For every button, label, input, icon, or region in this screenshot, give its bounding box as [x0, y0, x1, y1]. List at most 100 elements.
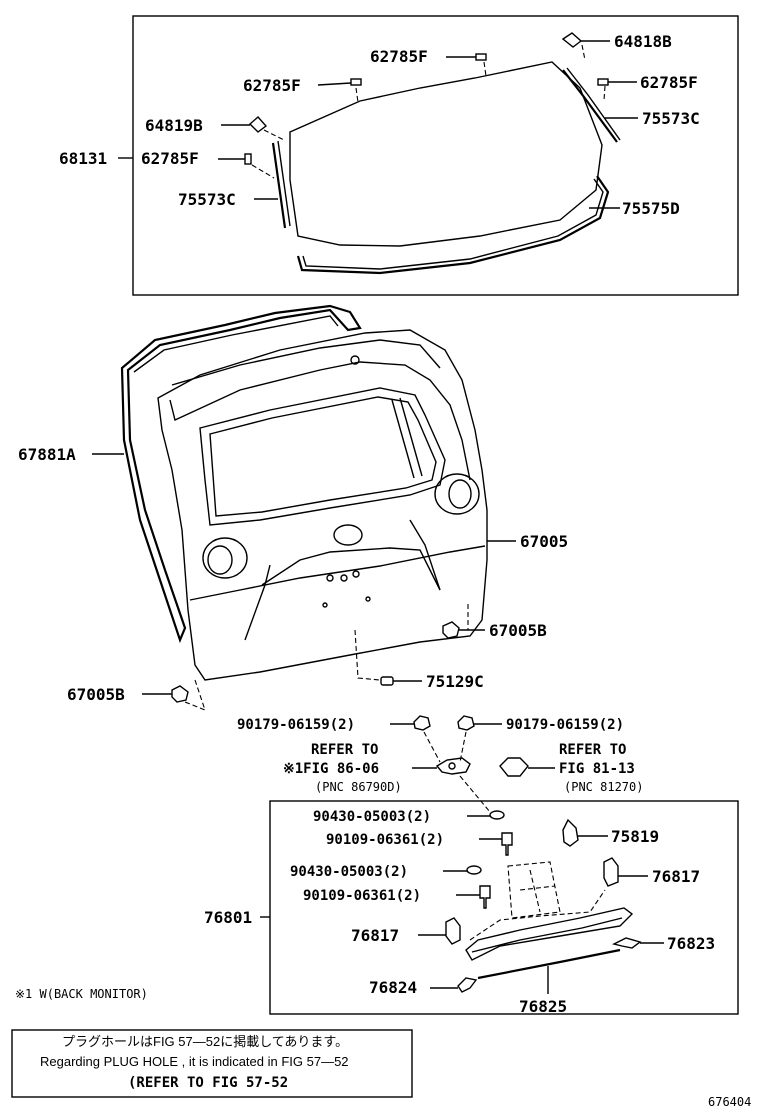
door-hole-3 — [352, 570, 360, 578]
door-window-opening — [199, 387, 446, 526]
label-68131: 68131 — [59, 149, 107, 168]
door-hole-2 — [340, 574, 348, 582]
door-lamp-right-inner — [448, 479, 472, 509]
license-lamp — [499, 757, 529, 777]
refer-left-line1: REFER TO — [311, 742, 378, 758]
door-window-bar — [391, 397, 423, 479]
note-line-ja: プラグホールはFIG 57—52に掲載してあります。 — [62, 1034, 348, 1049]
dash-7 — [460, 604, 469, 631]
label-67881a: 67881A — [18, 445, 76, 464]
glass-lower-weatherstrip-inner — [302, 178, 604, 270]
footnote: ※1 W(BACK MONITOR) — [15, 987, 148, 1001]
door-emblem — [333, 524, 363, 546]
leader-62785f-left — [317, 82, 352, 86]
spacer-inner — [244, 153, 252, 165]
spacer-right — [597, 78, 609, 86]
dash-2 — [355, 87, 359, 103]
label-90109-b: 90109-06361(2) — [303, 888, 421, 904]
label-62785f-right: 62785F — [640, 73, 698, 92]
glass-molding-right — [562, 69, 618, 143]
refer-right-line3: (PNC 81270) — [564, 780, 643, 794]
label-90179-right: 90179-06159(2) — [506, 717, 624, 733]
bolt-b — [479, 885, 491, 909]
dash-1 — [483, 61, 487, 77]
clip-75819 — [562, 818, 579, 847]
note-line-refer: (REFER TO FIG 57-52 — [128, 1075, 288, 1091]
door-inner-frame — [169, 361, 471, 481]
dash-4 — [603, 85, 606, 101]
label-75575d: 75575D — [622, 199, 680, 218]
door-hole-4 — [322, 602, 328, 608]
door-hole-1 — [326, 574, 334, 582]
refer-left-line3: (PNC 86790D) — [315, 780, 402, 794]
label-75129c: 75129C — [426, 672, 484, 691]
refer-right-line1: REFER TO — [559, 742, 626, 758]
dash-12 — [459, 775, 491, 813]
label-76823: 76823 — [667, 934, 715, 953]
label-67005: 67005 — [520, 532, 568, 551]
door-garnish-opening — [261, 547, 441, 591]
refer-right-line2: FIG 81-13 — [559, 761, 635, 777]
back-door-shell — [157, 329, 488, 681]
door-weatherstrip — [120, 304, 362, 644]
spacer-top — [475, 53, 487, 61]
note-line-en: Regarding PLUG HOLE , it is indicated in… — [40, 1054, 349, 1069]
door-upper-rail — [171, 339, 441, 386]
dash-8 — [354, 629, 381, 681]
camera-lens — [448, 762, 456, 770]
dash-5 — [263, 129, 285, 141]
label-90430-a: 90430-05003(2) — [313, 809, 431, 825]
door-lamp-left-inner — [207, 545, 233, 575]
glass-molding-left — [271, 142, 287, 229]
door-lamp-right — [434, 473, 480, 515]
dash-10 — [423, 731, 441, 763]
glass-molding-left-inner — [277, 140, 291, 227]
end-cap-76824 — [457, 977, 478, 993]
door-hole-6 — [350, 355, 360, 365]
door-lamp-left — [202, 537, 248, 579]
door-stopper-left — [171, 685, 189, 703]
rear-spoiler-line — [471, 917, 623, 953]
end-cap-76823 — [611, 937, 642, 949]
label-62785f-top: 62785F — [370, 47, 428, 66]
label-64819b: 64819B — [145, 116, 203, 135]
spoiler-group-box — [269, 800, 739, 1015]
note-box — [11, 1029, 413, 1098]
back-door-glass — [289, 61, 603, 247]
label-76817-right: 76817 — [652, 867, 700, 886]
label-76824: 76824 — [369, 978, 417, 997]
door-lower-panel — [189, 545, 486, 601]
label-76817-left: 76817 — [351, 926, 399, 945]
label-67005b-right: 67005B — [489, 621, 547, 640]
dash-6 — [251, 164, 275, 179]
dash-9 — [184, 679, 206, 711]
clip-76817-right — [603, 857, 619, 887]
door-char-line-right — [409, 519, 441, 591]
back-monitor-camera — [435, 757, 471, 775]
bolt-a — [501, 832, 513, 856]
label-75573c-right: 75573C — [642, 109, 700, 128]
spoiler-strip — [477, 948, 621, 980]
door-stopper-right — [442, 621, 460, 639]
label-90430-b: 90430-05003(2) — [290, 864, 408, 880]
screw-right-top — [457, 715, 475, 731]
figure-number: 676404 — [708, 1095, 751, 1109]
label-64818b: 64818B — [614, 32, 672, 51]
door-char-line-left — [244, 564, 271, 641]
label-62785f-inner: 62785F — [141, 149, 199, 168]
glass-molding-right-inner — [566, 67, 621, 141]
label-75819: 75819 — [611, 827, 659, 846]
door-weatherstrip-inner — [133, 315, 339, 373]
screw-left-top — [413, 715, 431, 731]
label-76801: 76801 — [204, 908, 252, 927]
label-76825: 76825 — [519, 997, 567, 1016]
washer-b — [466, 865, 482, 875]
label-90179-left: 90179-06159(2) — [237, 717, 355, 733]
clip-64818b — [561, 32, 583, 48]
label-62785f-left: 62785F — [243, 76, 301, 95]
door-hole-5 — [365, 596, 371, 602]
dash-3 — [581, 44, 586, 61]
label-67005b-left: 67005B — [67, 685, 125, 704]
spacer-left — [350, 78, 362, 86]
